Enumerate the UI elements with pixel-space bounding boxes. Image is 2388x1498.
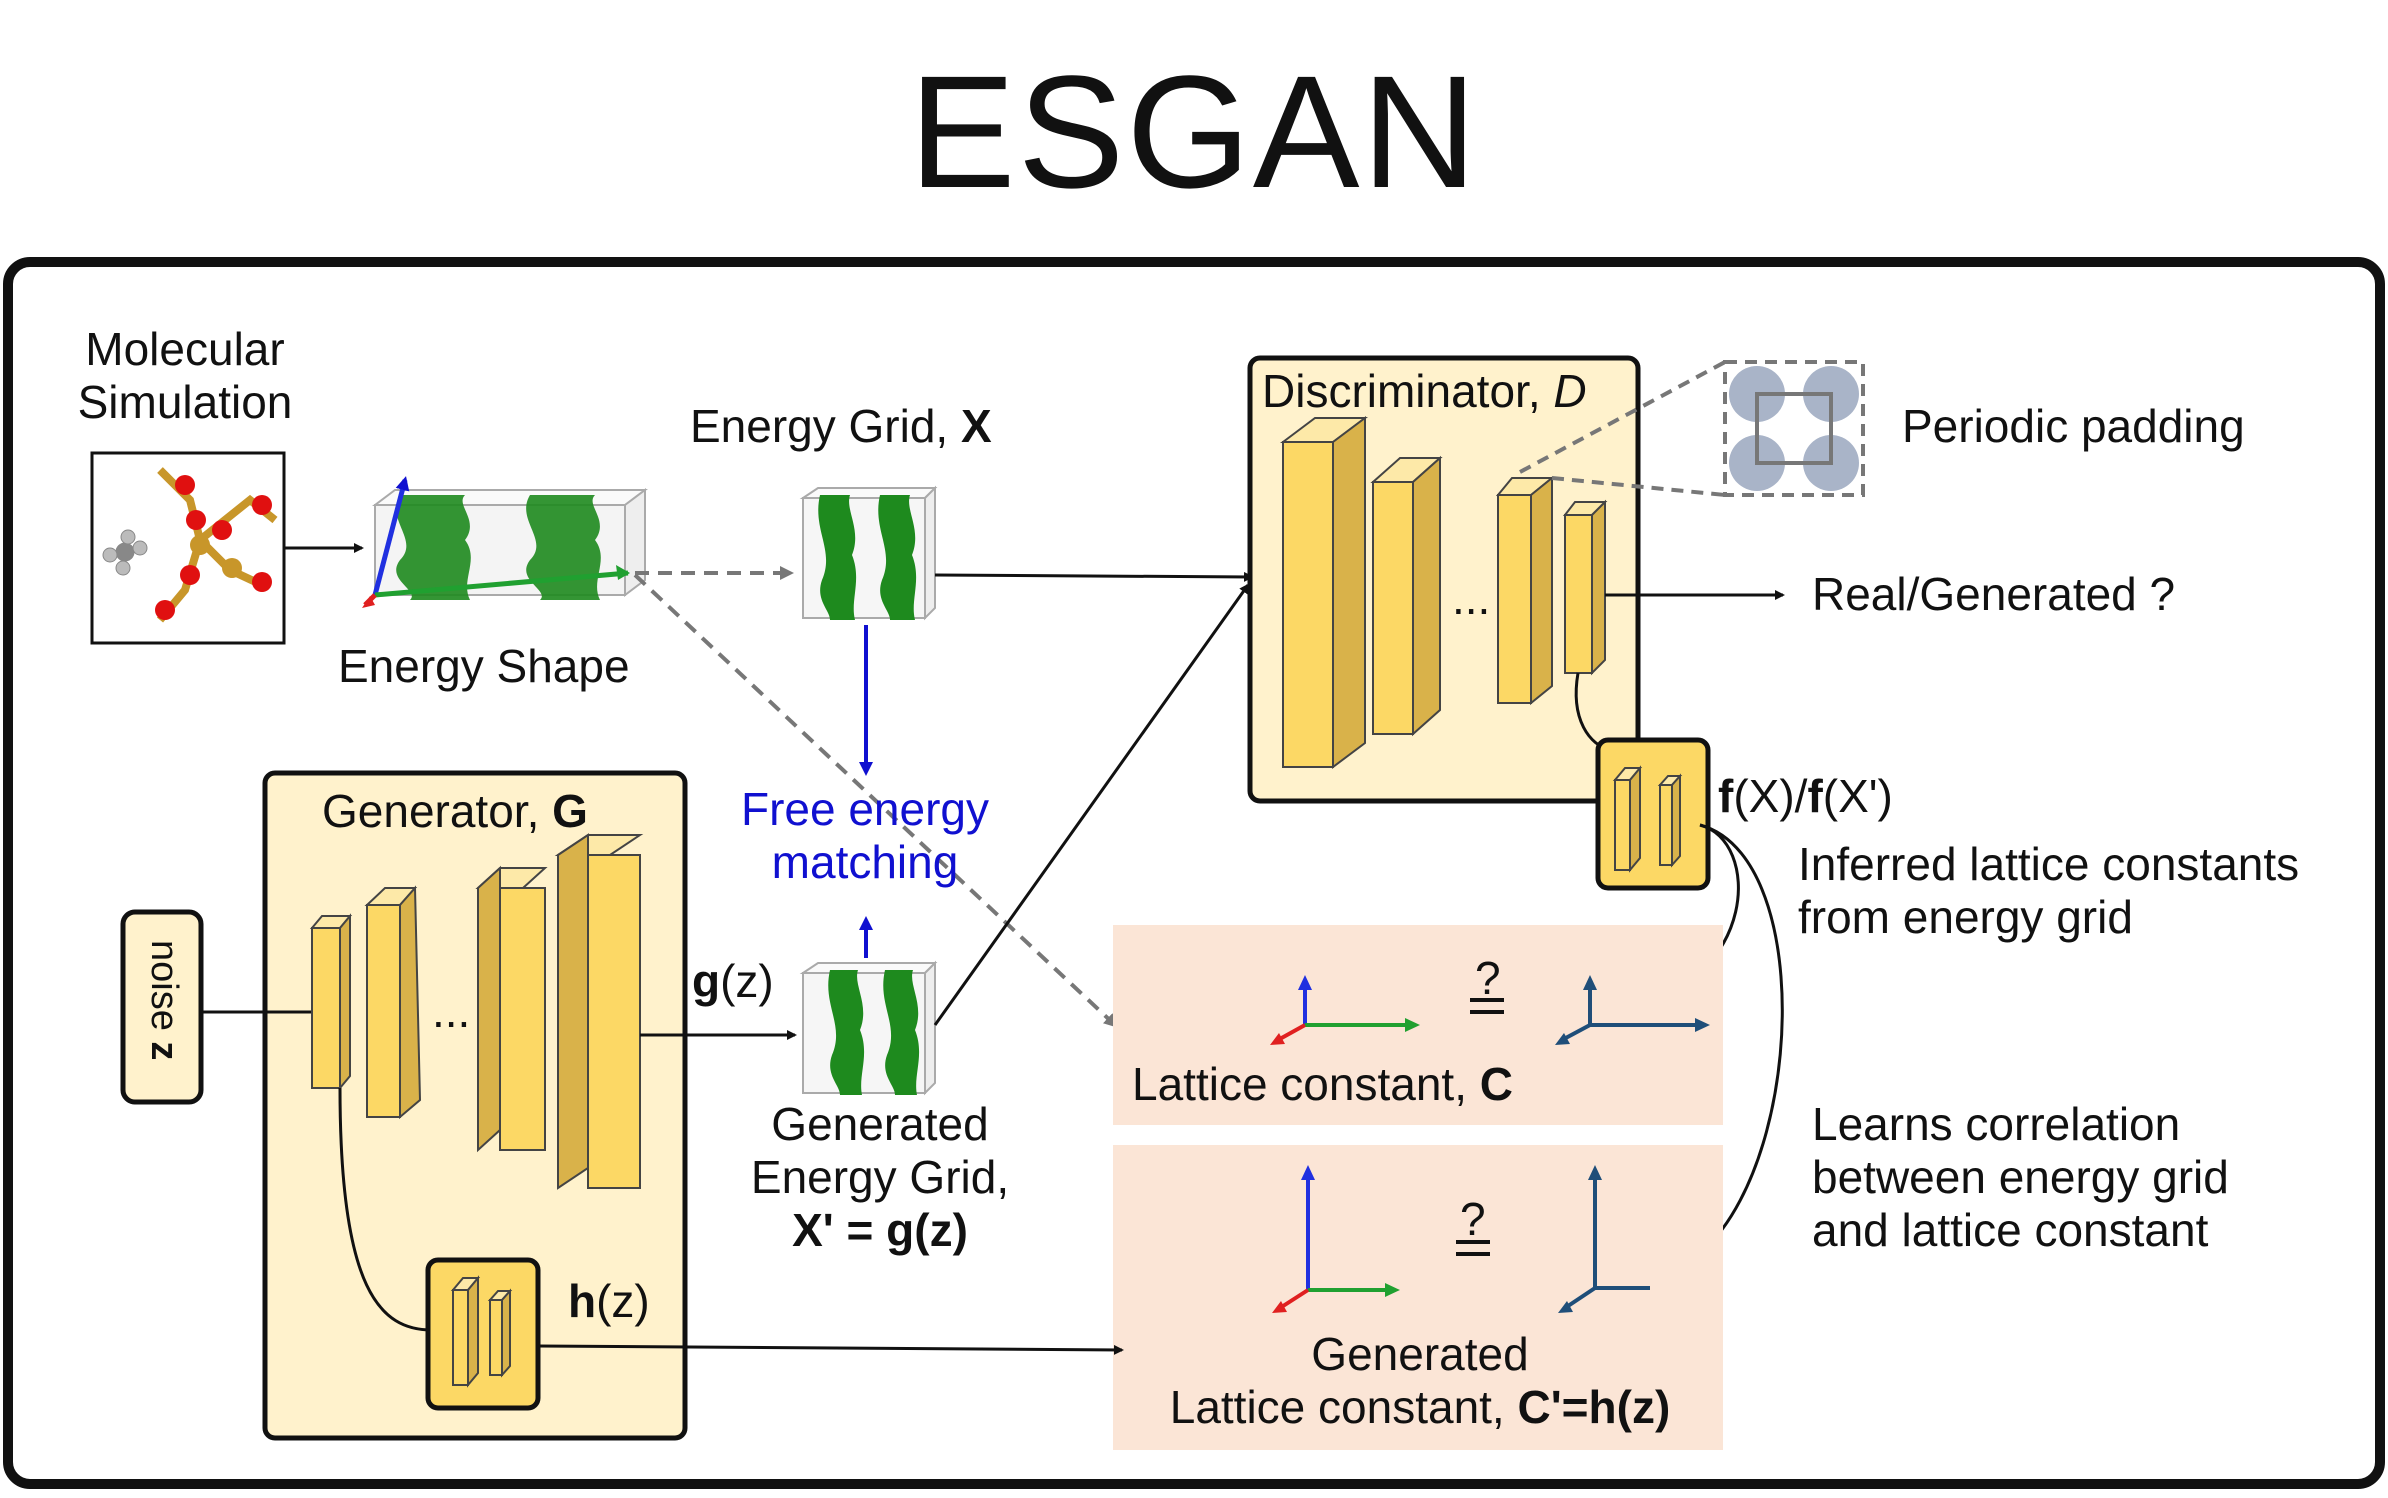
g-of-z-label: g(z): [692, 955, 774, 1008]
inferred-lattice-line1: Inferred lattice constants: [1798, 838, 2300, 890]
lattice-eq-bar-2: [1470, 1010, 1504, 1014]
discriminator-var: D: [1553, 365, 1587, 417]
generated-grid-line3: X' = g(z): [792, 1203, 968, 1256]
noise-text: noise: [143, 940, 185, 1042]
free-energy-matching-label: Free energy matching: [720, 783, 1010, 889]
lattice-constant-var: C: [1479, 1058, 1513, 1110]
h-arg: (z): [596, 1275, 650, 1327]
f-slash: /: [1794, 770, 1808, 822]
energy-shape-label: Energy Shape: [338, 640, 630, 692]
f-output-label: f(X)/f(X'): [1718, 770, 1893, 823]
generated-lattice-question-mark: ?: [1460, 1193, 1486, 1245]
g-func: g: [692, 955, 721, 1007]
h-network-layers: [450, 1275, 513, 1388]
f-arg-2: (X'): [1822, 770, 1893, 822]
generated-lattice-var: C'=h(z): [1517, 1380, 1671, 1433]
generator-label: Generator, G: [322, 785, 588, 838]
generated-lattice-line2: Lattice constant,: [1169, 1380, 1518, 1433]
noise-box: [120, 909, 204, 1105]
lattice-axes-left: [1270, 975, 1420, 1045]
generated-lattice-axes-right: [1558, 1165, 1650, 1313]
f-network-layers: [1612, 765, 1683, 873]
learns-correlation-label: Learns correlation between energy grid a…: [1812, 1098, 2229, 1257]
generator-dots: ...: [432, 985, 471, 1037]
energy-grid-label: Energy Grid, X: [690, 400, 992, 453]
energy-grid-var: X: [961, 400, 992, 452]
diagram-title: ESGAN: [908, 42, 1480, 221]
learns-correlation-line1: Learns correlation: [1812, 1098, 2181, 1150]
lattice-constant-text: Lattice constant,: [1132, 1058, 1480, 1110]
generator-layers: [309, 833, 644, 1190]
h-network-box: [425, 1257, 541, 1411]
learns-correlation-line3: and lattice constant: [1812, 1203, 2209, 1256]
molecular-simulation-line1: Molecular: [85, 323, 285, 375]
discriminator-dots: ...: [1452, 572, 1491, 624]
h-of-z-label: h(z): [568, 1275, 650, 1328]
generated-energy-grid-label: Generated Energy Grid, X' = g(z): [720, 1098, 1040, 1257]
generated-eq-bar-2: [1456, 1252, 1490, 1256]
discriminator-label: Discriminator, D: [1262, 365, 1587, 418]
energy-grid-image: [799, 485, 938, 621]
energy-shape-image: [362, 476, 648, 608]
generated-grid-line2: Energy Grid,: [750, 1150, 1010, 1203]
learns-correlation-line2: between energy grid: [1812, 1150, 2229, 1203]
generated-lattice-line1: Generated: [1311, 1328, 1529, 1380]
lattice-constant-label: Lattice constant, C: [1132, 1058, 1513, 1111]
inferred-lattice-line2: from energy grid: [1798, 890, 2133, 943]
periodic-padding-image: [1723, 360, 1865, 497]
generator-text: Generator,: [322, 785, 553, 837]
lattice-eq-bar-1: [1470, 998, 1504, 1002]
generated-energy-grid-image: [799, 960, 938, 1096]
g-arg: (z): [720, 955, 774, 1007]
generated-grid-line1: Generated: [771, 1098, 989, 1150]
generator-var: G: [552, 785, 588, 837]
f-func-2: f: [1807, 770, 1823, 822]
free-energy-line1: Free energy: [740, 783, 989, 835]
energy-grid-text: Energy Grid,: [690, 400, 961, 452]
discriminator-text: Discriminator,: [1262, 365, 1554, 417]
noise-var: z: [143, 1041, 185, 1061]
generated-lattice-label: Generated Lattice constant, C'=h(z): [1125, 1328, 1715, 1434]
lattice-axes-right: [1555, 975, 1710, 1045]
f-arg-1: (X): [1733, 770, 1795, 822]
molecular-simulation-label: Molecular Simulation: [65, 323, 305, 429]
inferred-lattice-label: Inferred lattice constants from energy g…: [1798, 838, 2299, 944]
lattice-question-mark: ?: [1475, 952, 1501, 1004]
f-func-1: f: [1718, 770, 1734, 822]
molecule-image: [90, 451, 286, 645]
noise-label: noise z: [141, 940, 185, 1060]
real-generated-label: Real/Generated ?: [1812, 568, 2176, 620]
generated-lattice-panel: [1113, 1145, 1723, 1450]
h-func: h: [568, 1275, 597, 1327]
molecular-simulation-line2: Simulation: [77, 375, 293, 428]
periodic-padding-label: Periodic padding: [1902, 400, 2245, 452]
discriminator-layers: [1280, 416, 1608, 769]
generated-eq-bar-1: [1456, 1240, 1490, 1244]
outer-frame: [3, 257, 2385, 1489]
generated-lattice-axes-left: [1272, 1165, 1400, 1313]
free-energy-line2: matching: [771, 835, 959, 888]
